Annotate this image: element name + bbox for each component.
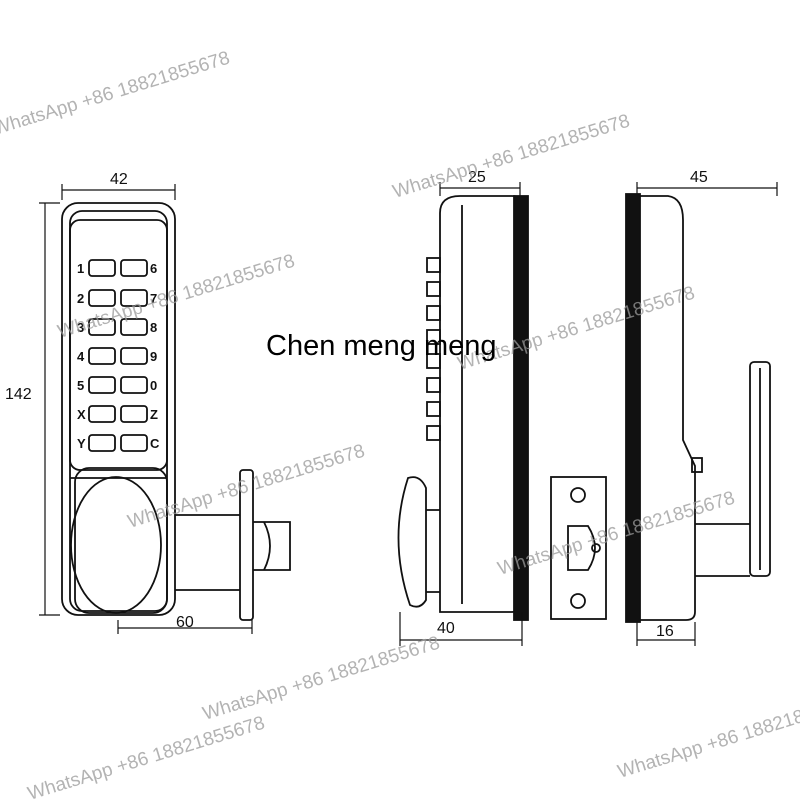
right-key-column <box>120 259 148 452</box>
watermark-text: WhatsApp +86 18821855678 <box>390 111 632 203</box>
side-button-stub <box>426 377 441 393</box>
dim-label-42: 42 <box>110 171 128 188</box>
strike-bolt-opening <box>567 525 596 571</box>
dim-line-45 <box>636 182 778 196</box>
keypad-key <box>88 347 116 365</box>
key-label: 8 <box>150 320 157 335</box>
dim-line-16 <box>636 622 696 646</box>
watermark-text: WhatsApp +86 18821855678 <box>615 691 800 783</box>
back-tab <box>691 457 703 473</box>
side-button-stub <box>426 353 441 369</box>
keypad-key <box>88 318 116 336</box>
keypad-key <box>88 289 116 307</box>
dimension-lines <box>39 182 778 646</box>
watermark-text: WhatsApp +86 18821855678 <box>55 251 297 343</box>
back-plate <box>749 361 771 577</box>
dim-label-16: 16 <box>656 623 674 640</box>
dim-label-25: 25 <box>468 169 486 186</box>
key-label: 2 <box>77 291 84 306</box>
back-body-outline <box>640 195 696 621</box>
side-button-stub <box>426 257 441 273</box>
dim-label-60: 60 <box>176 614 194 631</box>
front-view <box>61 202 291 621</box>
key-label: 1 <box>77 261 84 276</box>
side-button-stub <box>426 401 441 417</box>
strike-screw-hole-bottom <box>570 593 586 609</box>
side-knob-neck <box>426 509 440 593</box>
front-knob <box>70 476 162 614</box>
latch-plate <box>239 469 254 621</box>
keypad-key <box>88 405 116 423</box>
side-view <box>397 195 529 621</box>
side-button-stub <box>426 281 441 297</box>
keypad-labels: 1 2 3 4 5 X Y 6 7 8 9 0 Z C <box>77 261 160 451</box>
dimension-labels: 42 142 60 25 40 45 16 <box>5 169 708 640</box>
key-label: 4 <box>77 349 85 364</box>
side-body-outline <box>439 195 523 613</box>
dim-label-45: 45 <box>690 169 708 186</box>
dim-label-40: 40 <box>437 620 455 637</box>
latch-bevel <box>263 521 271 571</box>
keypad-key <box>120 347 148 365</box>
key-label: 7 <box>150 291 157 306</box>
key-label: C <box>150 436 160 451</box>
dim-line-42 <box>61 184 176 200</box>
key-label: Z <box>150 407 158 422</box>
key-label: X <box>77 407 86 422</box>
dim-label-142: 142 <box>5 386 32 403</box>
strike-detail <box>591 543 601 553</box>
watermark-text: WhatsApp +86 18821855678 <box>495 488 737 580</box>
keypad-key <box>120 259 148 277</box>
keypad-key <box>120 318 148 336</box>
back-spindle <box>695 523 750 577</box>
latch-bolt <box>253 521 291 571</box>
key-label: 6 <box>150 261 157 276</box>
caption-text: Chen meng meng <box>266 330 497 362</box>
dim-line-142 <box>39 202 60 616</box>
side-button-stub <box>426 425 441 441</box>
watermark-text: WhatsApp +86 18821855678 <box>25 713 267 800</box>
side-button-stub <box>426 329 441 345</box>
watermark-text: WhatsApp +86 18821855678 <box>0 48 232 140</box>
keypad-key <box>120 405 148 423</box>
left-key-column <box>88 259 116 452</box>
front-body-outline <box>61 202 176 616</box>
dim-line-40 <box>399 612 523 646</box>
watermark-text: WhatsApp +86 18821855678 <box>125 441 367 533</box>
key-label: 9 <box>150 349 157 364</box>
side-button-stub <box>426 305 441 321</box>
keypad-key <box>120 289 148 307</box>
key-label: 0 <box>150 378 157 393</box>
dim-line-60 <box>117 620 253 634</box>
keypad-key <box>120 434 148 452</box>
keypad-panel <box>69 219 168 471</box>
side-knob <box>397 476 427 608</box>
side-buttons <box>426 257 441 441</box>
key-label: Y <box>77 436 86 451</box>
latch-spindle <box>175 514 240 591</box>
keypad-key <box>120 376 148 394</box>
strike-plate <box>550 476 607 620</box>
keypad-key <box>88 376 116 394</box>
strike-screw-hole-top <box>570 487 586 503</box>
keypad-key <box>88 434 116 452</box>
watermark-layer: WhatsApp +86 18821855678 WhatsApp +86 18… <box>0 48 800 805</box>
strike-plate-outline <box>550 476 607 620</box>
side-mount-plate <box>513 195 529 621</box>
watermark-text: WhatsApp +86 18821855678 <box>200 633 442 725</box>
back-mount-plate <box>625 193 641 623</box>
key-label: 5 <box>77 378 84 393</box>
keypad-key <box>88 259 116 277</box>
back-view <box>625 193 771 623</box>
dim-line-25 <box>439 182 521 196</box>
key-label: 3 <box>77 320 84 335</box>
